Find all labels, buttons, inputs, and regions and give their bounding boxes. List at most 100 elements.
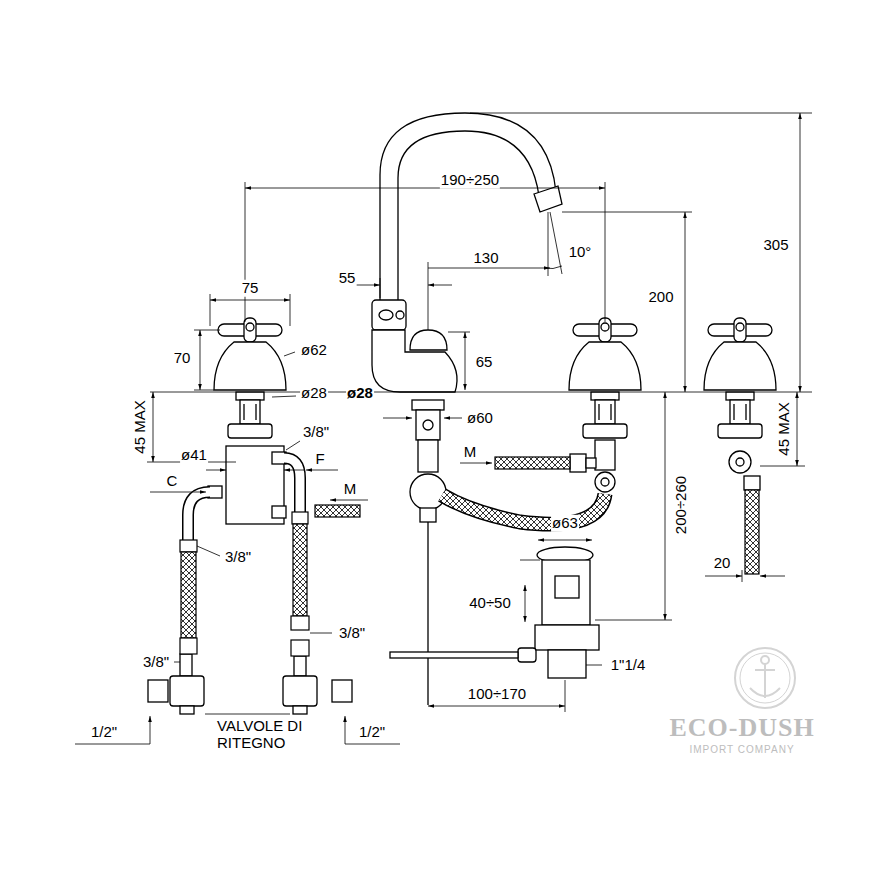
drawing-line xyxy=(428,268,550,269)
drawing-line xyxy=(194,390,214,391)
watermark: ECO-DUSH xyxy=(668,714,815,743)
dimension-label: 200 xyxy=(647,289,674,306)
drawing-line xyxy=(153,392,154,462)
drawing-shape xyxy=(293,524,307,616)
drawing-shape xyxy=(292,512,308,524)
thread-label: 3/8" xyxy=(224,549,252,566)
drawing-line xyxy=(470,113,812,114)
dimension-label: 305 xyxy=(762,237,789,254)
drawing-shape xyxy=(535,625,599,650)
drawing-line xyxy=(245,188,605,189)
drawing-shape xyxy=(420,508,436,522)
drawing-shape xyxy=(180,706,194,714)
drawing-shape xyxy=(418,440,438,472)
drawing-shape xyxy=(291,616,309,630)
drawing-line xyxy=(442,494,605,524)
drawing-shape xyxy=(272,452,286,464)
drawing-line xyxy=(355,285,380,286)
drawing-line xyxy=(465,332,466,390)
drawing-shape xyxy=(332,680,352,702)
dimension-label: 45 MAX xyxy=(776,401,793,456)
diameter-label: ø28 xyxy=(300,385,328,402)
drawing-line xyxy=(284,470,304,471)
drawing-shape xyxy=(294,656,306,676)
drawing-line xyxy=(245,182,246,322)
drawing-shape xyxy=(396,311,404,319)
drawing-line xyxy=(284,352,295,356)
dimension-label: 65 xyxy=(475,354,494,371)
thread-label: 3/8" xyxy=(338,625,366,642)
thread-label: 1"1/4 xyxy=(610,657,647,674)
drawing-line xyxy=(284,458,300,512)
drawing-line xyxy=(383,418,412,419)
drawing-shape xyxy=(704,318,776,438)
drawing-line xyxy=(428,706,565,707)
watermark-logo xyxy=(735,648,795,708)
drawing-shape xyxy=(293,706,307,714)
drawing-line xyxy=(760,466,805,467)
dimension-label: 75 xyxy=(241,280,260,297)
diameter-label: ø28 xyxy=(346,385,374,402)
thread-label: 1/2" xyxy=(358,724,386,741)
drawing-shape xyxy=(208,486,222,498)
drawing-line xyxy=(548,212,549,276)
drawing-line xyxy=(544,266,562,269)
diameter-label: ø62 xyxy=(300,342,328,359)
drawing-shape xyxy=(272,506,286,518)
drawing-shape xyxy=(379,310,393,320)
drawing-shape xyxy=(548,650,586,678)
drawing-line xyxy=(272,396,296,397)
drawing-shape xyxy=(423,420,433,430)
drawing-line xyxy=(605,182,606,322)
thread-label: 3/8" xyxy=(302,424,330,441)
drawing-line xyxy=(75,716,150,744)
drawing-line xyxy=(188,492,210,542)
drawing-line xyxy=(685,212,686,392)
drawing-shape xyxy=(291,640,309,656)
dimension-label: 100÷170 xyxy=(467,686,527,703)
drawing-shape xyxy=(180,638,197,654)
drawing-shape xyxy=(595,472,615,492)
drawing-shape xyxy=(416,410,440,440)
drawing-shape xyxy=(744,476,760,490)
drawing-line xyxy=(538,540,592,541)
diameter-label: ø60 xyxy=(466,410,494,427)
drawing-shape xyxy=(188,458,605,542)
connection-label: M xyxy=(463,444,478,461)
drawing-line xyxy=(284,458,300,512)
drawing-line xyxy=(380,113,556,300)
dimension-label: 130 xyxy=(472,250,499,267)
drawing-line xyxy=(398,131,539,300)
drawing-line xyxy=(586,665,602,666)
drawing-shape xyxy=(542,560,590,625)
connection-label: M xyxy=(343,481,358,498)
drawing-line xyxy=(550,212,562,274)
drawing-shape xyxy=(761,656,769,664)
drawing-shape xyxy=(740,653,790,703)
drawing-line xyxy=(210,300,290,301)
drawing-shape xyxy=(180,654,192,676)
drawing-line xyxy=(460,463,492,464)
drawing-line xyxy=(428,285,452,286)
drawing-line xyxy=(306,470,338,471)
drawing-line xyxy=(800,113,801,392)
drawing-shape xyxy=(555,576,579,598)
dimension-label: 70 xyxy=(173,350,192,367)
drawing-line xyxy=(520,560,540,561)
drawing-shape xyxy=(372,300,406,330)
drawing-line xyxy=(206,470,226,471)
drawing-shape xyxy=(570,454,586,472)
drawing-shape xyxy=(735,648,795,708)
drawing-shape xyxy=(569,318,641,438)
drawing-line xyxy=(665,392,666,620)
drawing-line xyxy=(755,669,775,671)
angle-label: 10° xyxy=(568,244,593,261)
drawing-line xyxy=(444,418,462,419)
dimension-label: 40÷50 xyxy=(468,595,512,612)
drawing-line xyxy=(428,262,429,330)
drawing-line xyxy=(380,278,381,298)
connection-label: F xyxy=(314,451,325,468)
drawing-shape xyxy=(283,676,317,706)
diameter-label: ø63 xyxy=(551,515,579,532)
drawing-line xyxy=(330,500,368,501)
